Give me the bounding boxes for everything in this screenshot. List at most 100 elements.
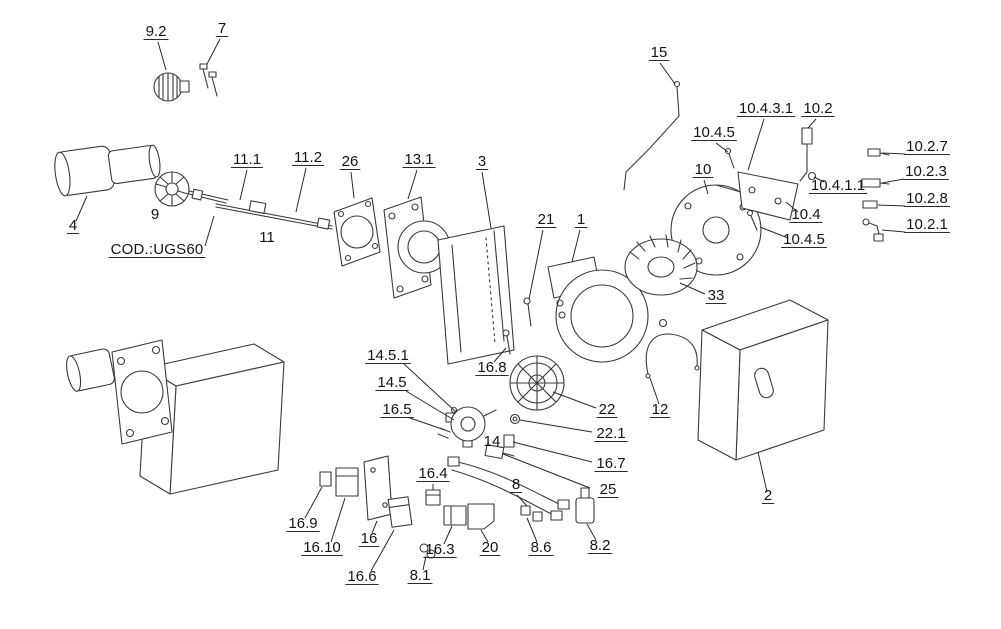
part-label-10-2-8: 10.2.8 bbox=[906, 190, 948, 207]
leader-16-5 bbox=[409, 417, 446, 431]
part-label-20: 20 bbox=[482, 539, 499, 556]
part-label-3: 3 bbox=[478, 153, 486, 170]
part-label-14-5-1: 14.5.1 bbox=[367, 347, 409, 364]
part-bolt bbox=[658, 318, 668, 328]
part-item-10-2-1 bbox=[862, 218, 884, 242]
part-label-10-4-5-a: 10.4.5 bbox=[693, 124, 735, 141]
part-rod-11 bbox=[215, 200, 333, 230]
part-label-10-4-5-b: 10.4.5 bbox=[783, 231, 825, 248]
leader-20 bbox=[480, 529, 489, 543]
part-item-10-2-7 bbox=[867, 148, 890, 157]
part-label-16: 16 bbox=[361, 530, 378, 547]
part-burner-assembly bbox=[66, 339, 285, 495]
part-coupling-9 bbox=[154, 171, 229, 207]
part-label-2: 2 bbox=[764, 487, 772, 504]
part-rod-15 bbox=[623, 80, 681, 191]
part-fan-scroll-1 bbox=[547, 256, 649, 363]
leader-16-8 bbox=[493, 347, 507, 363]
part-coil-16-6 bbox=[387, 496, 413, 528]
leader-10-2-7 bbox=[881, 152, 906, 155]
part-label-26: 26 bbox=[342, 153, 359, 170]
part-screw-21 bbox=[523, 297, 532, 327]
leader-16-7 bbox=[512, 441, 593, 463]
leader-3 bbox=[481, 171, 492, 229]
leader-10-4 bbox=[785, 201, 799, 213]
part-label-22: 22 bbox=[599, 401, 616, 418]
part-coil-16-10 bbox=[335, 467, 359, 497]
leader-15 bbox=[659, 62, 676, 85]
leader-25 bbox=[502, 453, 591, 489]
leader-16 bbox=[371, 520, 378, 534]
leader-26 bbox=[350, 171, 355, 199]
part-electrode-10-2 bbox=[799, 127, 813, 182]
part-label-10: 10 bbox=[695, 161, 712, 178]
part-screw-16-8 bbox=[502, 329, 511, 355]
part-label-9-2: 9.2 bbox=[146, 23, 167, 40]
part-label-4: 4 bbox=[69, 217, 77, 234]
part-washer-10-4-1-1 bbox=[807, 171, 817, 181]
part-nozzle-25 bbox=[484, 444, 515, 460]
leader-16-3 bbox=[443, 525, 453, 545]
part-housing-10 bbox=[670, 184, 763, 276]
part-label-8: 8 bbox=[512, 476, 520, 493]
leader-16-10 bbox=[330, 497, 346, 543]
leader-11-1 bbox=[239, 169, 248, 201]
leader-8-2 bbox=[586, 523, 597, 541]
part-connector-16-3 bbox=[443, 505, 467, 526]
leader-10-2 bbox=[807, 118, 817, 129]
leader-cod bbox=[204, 215, 215, 247]
part-label-10-2-7: 10.2.7 bbox=[906, 138, 948, 155]
part-impeller-33 bbox=[624, 234, 698, 296]
part-wire-12 bbox=[645, 333, 700, 379]
leader-14-5 bbox=[405, 390, 455, 421]
part-pump-14 bbox=[445, 406, 497, 448]
part-filter-8-2 bbox=[575, 487, 595, 524]
part-label-21: 21 bbox=[538, 211, 555, 228]
part-label-1: 1 bbox=[577, 211, 585, 228]
part-label-10-4-3-1: 10.4.3.1 bbox=[739, 100, 793, 117]
part-flange-13-1 bbox=[383, 196, 451, 299]
leader-7 bbox=[206, 38, 221, 65]
part-label-8-1: 8.1 bbox=[410, 567, 431, 584]
part-item-10-2-8 bbox=[862, 200, 878, 209]
leader-10 bbox=[703, 179, 709, 195]
part-hoses-8 bbox=[447, 456, 570, 521]
leader-16-9 bbox=[304, 486, 323, 519]
part-label-10-2-1: 10.2.1 bbox=[906, 216, 948, 233]
part-washer-22-1 bbox=[509, 413, 521, 425]
leader-16-6 bbox=[370, 529, 395, 572]
leader-8-1 bbox=[422, 555, 427, 571]
leader-12 bbox=[649, 377, 660, 405]
part-label-10-2: 10.2 bbox=[803, 100, 832, 117]
part-label-11: 11 bbox=[259, 229, 275, 246]
part-label-10-4: 10.4 bbox=[791, 206, 820, 223]
part-label-10-4-1-1: 10.4.1.1 bbox=[811, 177, 865, 194]
leader-33 bbox=[679, 282, 706, 295]
leader-10-2-8 bbox=[877, 204, 906, 207]
part-label-11-2: 11.2 bbox=[294, 149, 322, 166]
part-fitting-16-7 bbox=[503, 434, 515, 448]
part-label-14: 14 bbox=[484, 433, 501, 450]
part-bracket-10-4 bbox=[737, 171, 799, 221]
leader-8-6 bbox=[526, 517, 538, 543]
part-panel-3 bbox=[437, 225, 515, 365]
leader-2 bbox=[757, 451, 768, 493]
part-label-16-7: 16.7 bbox=[596, 455, 625, 472]
leader-9-2 bbox=[157, 41, 167, 71]
leader-22-1 bbox=[519, 419, 593, 433]
leader-4 bbox=[75, 195, 88, 222]
part-label-22-1: 22.1 bbox=[596, 425, 625, 442]
part-screw-10-4-5-a bbox=[724, 147, 735, 169]
leader-21 bbox=[528, 229, 544, 300]
part-coupler-9-2 bbox=[153, 72, 190, 102]
part-label-16-9: 16.9 bbox=[288, 515, 317, 532]
part-label-11-1: 11.1 bbox=[233, 151, 261, 168]
part-label-15: 15 bbox=[651, 44, 668, 61]
part-fitting-16-9 bbox=[319, 471, 332, 487]
part-label-16-10: 16.10 bbox=[303, 539, 341, 556]
part-impeller-22 bbox=[509, 355, 565, 411]
leader-10-2-1 bbox=[881, 229, 906, 233]
part-bracket-16 bbox=[363, 455, 393, 521]
part-label-13-1: 13.1 bbox=[404, 151, 433, 168]
